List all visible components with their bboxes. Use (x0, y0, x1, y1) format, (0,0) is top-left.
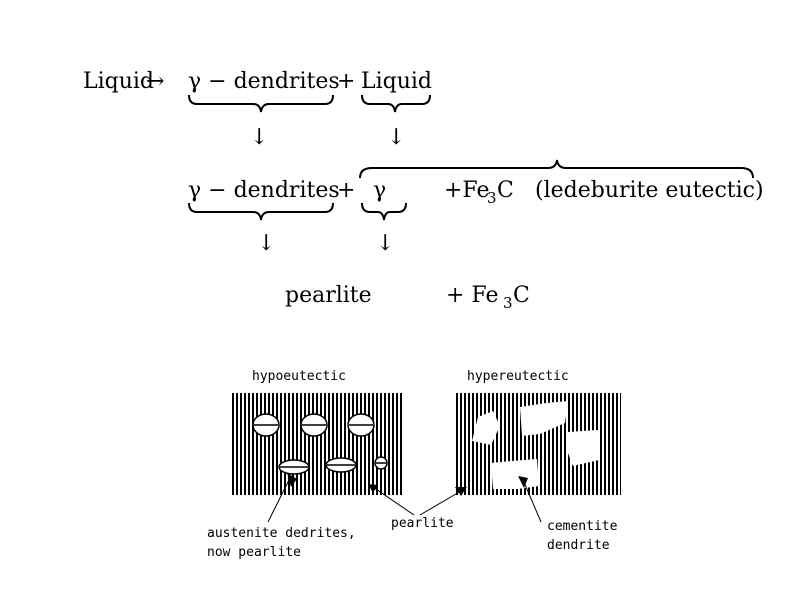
leader-line-austenite (267, 475, 292, 523)
overbrace-ledeburite (359, 159, 754, 179)
cementite-dendrite (520, 401, 568, 436)
plus-fe-label: + Fe (446, 283, 499, 308)
underbrace-liquid (361, 94, 431, 113)
gamma-dendrites-label: γ − dendrites (188, 69, 340, 94)
cementite-dendrite (566, 430, 599, 466)
cementite-dendrite (491, 459, 539, 489)
arrowhead-icon (368, 484, 378, 493)
arrow-down-icon: ↓ (387, 125, 405, 150)
subscript-3: 3 (487, 189, 497, 207)
liquid-label-2: Liquid (361, 69, 432, 94)
cementite-dendrite (472, 411, 500, 445)
arrow-down-icon: ↓ (257, 231, 275, 256)
subscript-3: 3 (503, 294, 513, 312)
cementite-label: cementite (547, 519, 618, 534)
arrow-down-icon: ↓ (376, 231, 394, 256)
leader-line-pearlite-left (372, 486, 415, 516)
underbrace-gamma (361, 202, 407, 221)
ledeburite-label: (ledeburite eutectic) (535, 178, 764, 203)
reaction-equation: Liquid → γ − dendrites + Liquid ↓ ↓ γ − … (83, 69, 764, 312)
underbrace-gamma-dendrites-1 (188, 94, 334, 113)
pearlite-callout-label: pearlite (391, 516, 454, 531)
hypereutectic-micrograph (455, 393, 621, 495)
micrographs: hypoeutectic hypereutectic (207, 369, 621, 560)
arrow-down-icon: ↓ (250, 125, 268, 150)
plus-fe-label: +Fe (444, 178, 490, 203)
plus-sign: + (337, 69, 355, 94)
hypereutectic-title: hypereutectic (467, 369, 569, 384)
arrowhead-icon (287, 473, 297, 487)
pearlite-label: pearlite (285, 283, 372, 308)
liquid-label: Liquid (83, 69, 154, 94)
underbrace-gamma-dendrites-2 (188, 202, 334, 221)
hypoeutectic-title: hypoeutectic (252, 369, 346, 384)
cementite-label: dendrite (547, 538, 610, 553)
austenite-label: austenite dedrites, (207, 526, 356, 541)
leader-line-cementite (522, 479, 542, 523)
carbide-c-label: C (497, 178, 514, 203)
gamma-label: γ (373, 178, 386, 203)
gamma-dendrites-label: γ − dendrites (188, 178, 340, 203)
arrowhead-icon (518, 476, 528, 488)
arrowhead-icon (455, 487, 467, 496)
carbide-c-label: C (513, 283, 530, 308)
austenite-label: now pearlite (207, 545, 301, 560)
leader-line-pearlite-right (419, 490, 462, 516)
hypoeutectic-micrograph (232, 393, 402, 495)
plus-sign: + (337, 178, 355, 203)
arrow-right-icon: → (146, 69, 164, 94)
